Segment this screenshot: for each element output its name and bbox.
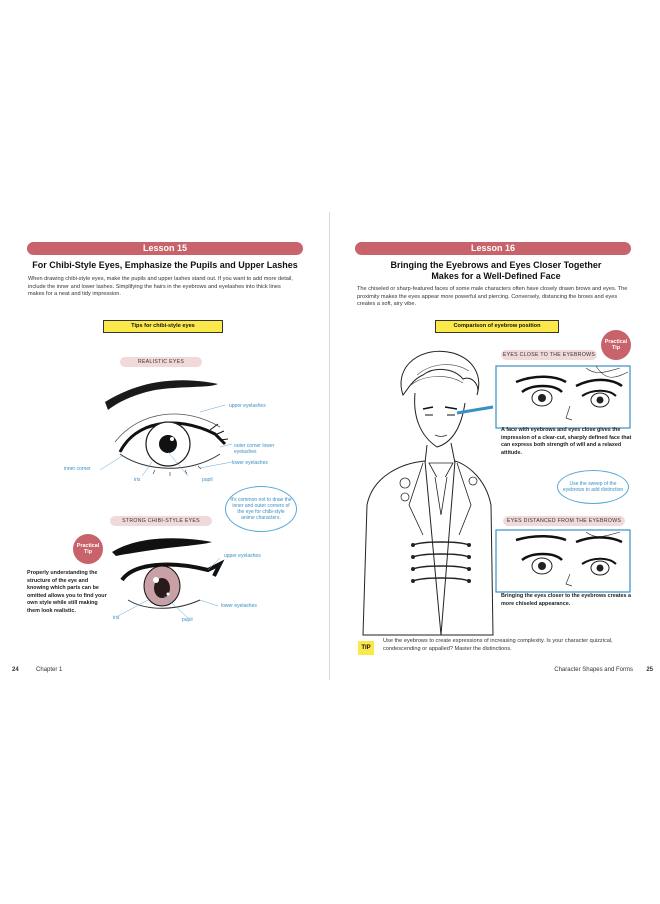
lesson-16-pill: Lesson 16: [355, 242, 631, 255]
lesson-15-body: When drawing chibi-style eyes, make the …: [28, 276, 293, 297]
comparison-box: Comparison of eyebrow position: [435, 320, 559, 333]
page-gutter: [329, 212, 330, 680]
lesson-15-heading: For Chibi-Style Eyes, Emphasize the Pupi…: [32, 260, 298, 270]
callout-iris: iris: [134, 477, 141, 483]
left-chapter: Chapter 1: [36, 667, 63, 673]
tip-text: Use the eyebrows to create expressions o…: [383, 638, 613, 652]
chibi-callout-pupil: pupil: [182, 617, 193, 623]
tip-bubble-corners: It's common not to draw the inner and ou…: [225, 486, 297, 532]
realistic-eye-illustration: [99, 380, 233, 477]
eyes-close-label: EYES CLOSE TO THE EYEBROWS: [501, 350, 597, 360]
callout-lower-eyelashes: lower eyelashes: [232, 460, 268, 466]
lesson-16-body: The chiseled or sharp-featured faces of …: [357, 286, 628, 307]
tip-bubble-sweep: Use the sweep of the eyebrows to add dis…: [557, 470, 629, 504]
chibi-callout-upper-eyelashes: upper eyelashes: [224, 553, 261, 559]
chibi-eyes-label: STRONG CHIBI-STYLE EYES: [110, 516, 212, 526]
left-page-number: 24: [12, 667, 19, 673]
character-illustration: [362, 350, 494, 636]
lesson-15-pill: Lesson 15: [27, 242, 303, 255]
callout-upper-eyelashes: upper eyelashes: [229, 403, 266, 409]
right-section: Character Shapes and Forms: [554, 667, 633, 673]
left-footer: 24 Chapter 1: [12, 667, 62, 673]
callout-pupil: pupil: [202, 477, 213, 483]
closeup-eyes-distanced: [495, 529, 631, 593]
callout-inner-corner: inner corner: [64, 466, 91, 472]
practical-tip-badge-left: Practical Tip: [73, 534, 103, 564]
tips-box: Tips for chibi-style eyes: [103, 320, 223, 333]
callout-outer-corner: outer corner lower eyelashes: [234, 443, 275, 455]
close-note: A face with eyebrows and eyes close give…: [501, 427, 632, 456]
right-page: Lesson 16 Bringing the Eyebrows and Eyes…: [331, 0, 660, 904]
right-page-number: 25: [646, 667, 653, 673]
eyes-distanced-label: EYES DISTANCED FROM THE EYEBROWS: [503, 516, 625, 526]
practical-tip-badge-right: Practical Tip: [601, 330, 631, 360]
lesson-16-heading-1: Bringing the Eyebrows and Eyes Closer To…: [390, 260, 602, 270]
chibi-callout-iris: iris: [113, 615, 120, 621]
lesson-16-heading-2: Makes for a Well-Defined Face: [431, 271, 561, 281]
chibi-eye-illustration: [112, 538, 225, 619]
tip-tag: TIP: [358, 641, 374, 655]
realistic-eyes-label: REALISTIC EYES: [120, 357, 202, 367]
closeup-eyes-close: [495, 365, 631, 429]
right-footer: Character Shapes and Forms 25: [535, 667, 653, 673]
distanced-note: Bringing the eyes closer to the eyebrows…: [501, 593, 632, 607]
chibi-note: Properly understanding the structure of …: [27, 570, 107, 614]
left-page: Lesson 15 For Chibi-Style Eyes, Emphasiz…: [0, 0, 329, 904]
chibi-callout-lower-eyelashes: lower eyelashes: [221, 603, 257, 609]
